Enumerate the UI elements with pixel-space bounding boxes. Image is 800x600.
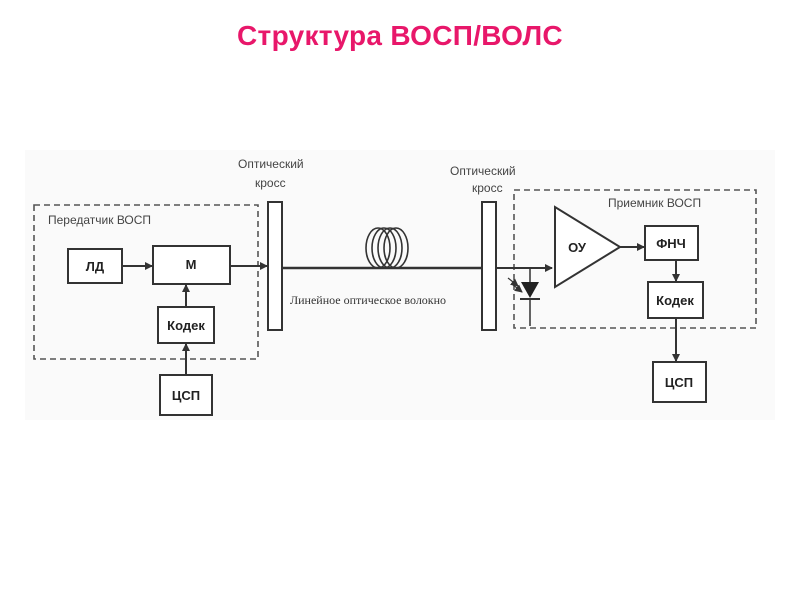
transmitter-frame <box>33 204 259 360</box>
block-modulator-label: М <box>186 257 197 272</box>
block-modulator <box>152 245 231 285</box>
block-csp-rx <box>652 361 707 403</box>
block-ld <box>67 248 123 284</box>
block-amplifier-label: ОУ <box>568 240 587 255</box>
cross-left-label-line2: кросс <box>255 176 286 190</box>
fiber-label: Линейное оптическое волокно <box>290 293 446 307</box>
receiver-label: Приемник ВОСП <box>608 196 701 210</box>
receiver-frame <box>513 189 757 329</box>
photodiode-icon <box>507 268 540 326</box>
block-csp-tx <box>159 374 213 416</box>
optical-cross-left <box>267 201 283 331</box>
transmitter-label: Передатчик ВОСП <box>48 213 151 227</box>
amplifier-triangle <box>554 205 622 289</box>
block-csp-rx-label: ЦСП <box>665 375 693 390</box>
cross-right-label-line1: Оптический <box>450 164 516 178</box>
block-csp-tx-label: ЦСП <box>172 388 200 403</box>
cross-right-label-line2: кросс <box>472 181 503 195</box>
block-ld-label: ЛД <box>86 259 105 274</box>
cross-left-label-line1: Оптический <box>238 157 304 171</box>
fiber-coil-icon <box>365 227 409 269</box>
block-lowpass-filter <box>644 225 699 261</box>
block-codec-tx-label: Кодек <box>167 318 205 333</box>
block-lowpass-filter-label: ФНЧ <box>656 236 686 251</box>
slide-title: Структура ВОСП/ВОЛС <box>237 20 563 51</box>
optical-cross-right <box>481 201 497 331</box>
block-codec-rx-label: Кодек <box>656 293 694 308</box>
